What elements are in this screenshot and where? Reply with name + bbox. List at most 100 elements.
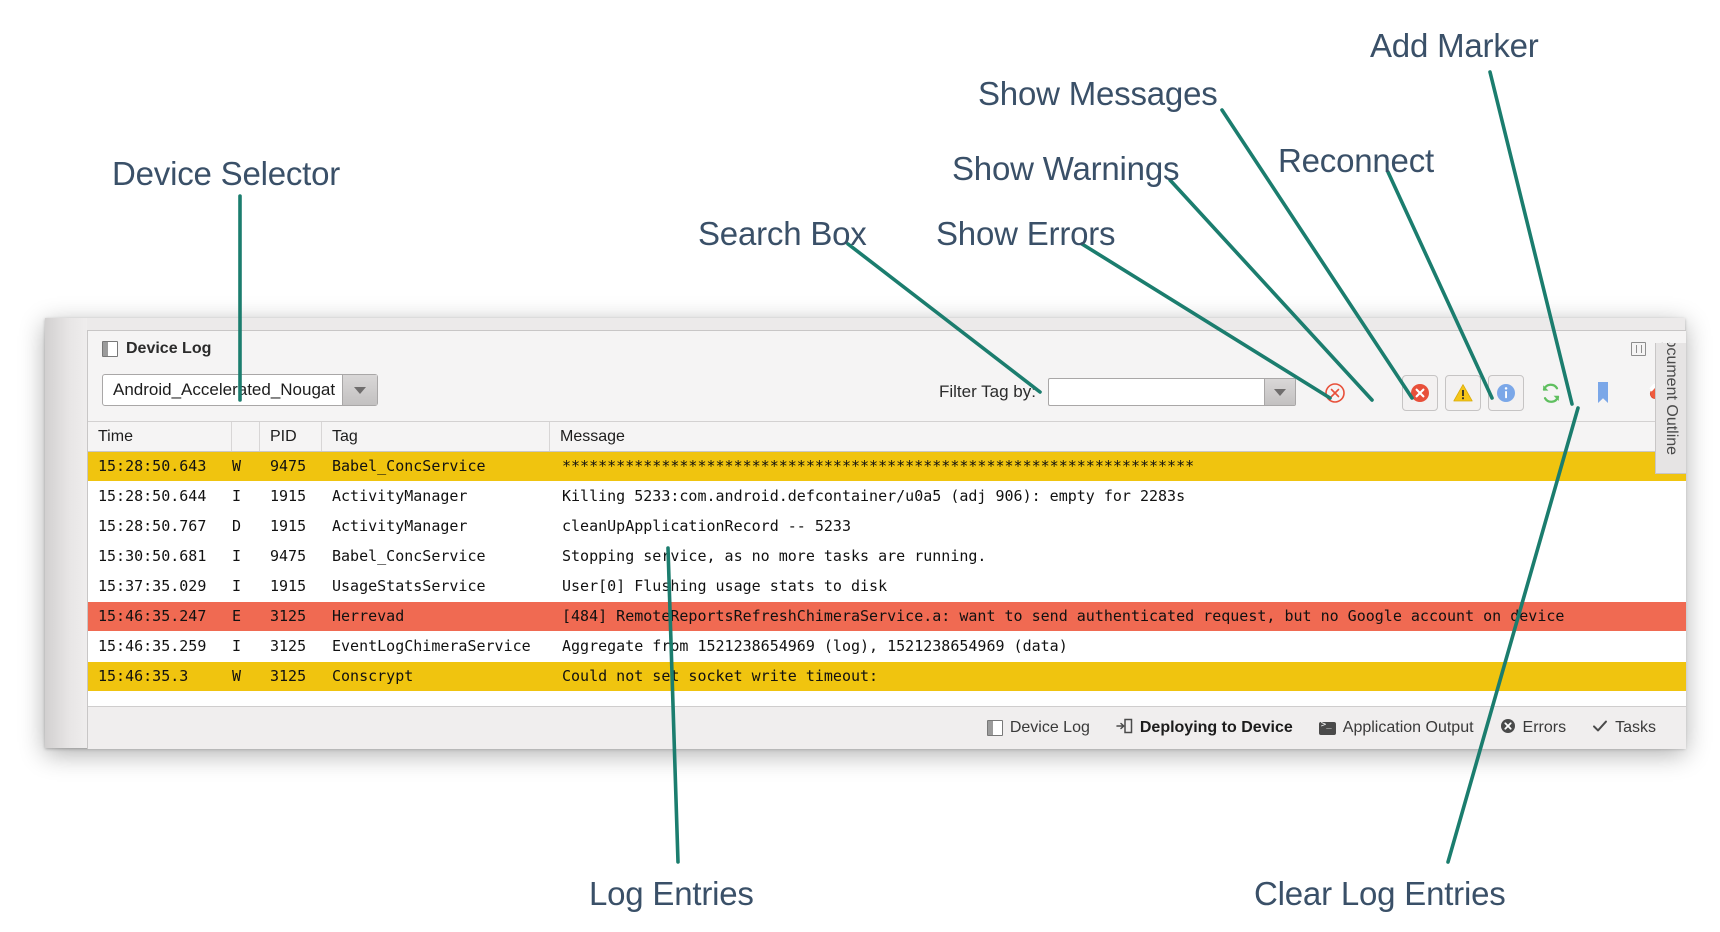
cell-time: 15:46:35.259 bbox=[98, 637, 207, 655]
cell-pid: 1915 bbox=[270, 487, 307, 505]
minimize-icon[interactable] bbox=[1631, 342, 1646, 356]
bottom-tab-deploying-to-device[interactable]: Deploying to Device bbox=[1116, 718, 1293, 739]
bottom-tab-label: Device Log bbox=[1009, 719, 1090, 736]
cell-pid: 9475 bbox=[270, 457, 307, 475]
cell-message: Killing 5233:com.android.defcontainer/u0… bbox=[562, 487, 1186, 505]
cell-pid: 3125 bbox=[270, 637, 307, 655]
table-row[interactable]: 15:46:35.3 W 3125 Conscrypt Could not set so… bbox=[88, 662, 1686, 692]
cell-tag: EventLogChimeraService bbox=[332, 637, 531, 655]
column-header-message[interactable]: Message bbox=[560, 428, 625, 445]
page-title: Device Log bbox=[126, 340, 212, 357]
clear-filter-circle-x-icon[interactable] bbox=[1324, 382, 1346, 404]
terminal-icon bbox=[1318, 720, 1336, 735]
show-errors-button[interactable] bbox=[1402, 375, 1438, 411]
chevron-down-icon[interactable] bbox=[1264, 379, 1295, 405]
cell-time: 15:28:50.767 bbox=[98, 517, 207, 535]
annotation-label-show-errors: Show Errors bbox=[936, 215, 1116, 252]
bottom-tab-strip: Device Log Deploying to Device Application… bbox=[88, 706, 1686, 749]
annotation-label-show-warnings: Show Warnings bbox=[952, 150, 1180, 187]
bottom-tab-tasks[interactable]: Tasks bbox=[1592, 718, 1656, 739]
checkmark-icon bbox=[1592, 718, 1608, 739]
cell-message: [484] RemoteReportsRefreshChimeraService… bbox=[562, 607, 1565, 625]
show-messages-button[interactable] bbox=[1488, 375, 1524, 411]
cell-message: Could not set socket write timeout: bbox=[562, 667, 879, 685]
annotation-label-clear-log-entries: Clear Log Entries bbox=[1254, 875, 1506, 912]
reconnect-button[interactable] bbox=[1536, 375, 1566, 411]
log-toolbar: Android_Accelerated_Nougat Filter Tag by… bbox=[88, 369, 1686, 421]
search-input-field[interactable] bbox=[1049, 379, 1264, 405]
tab-document-outline[interactable]: Document Outline bbox=[1655, 343, 1686, 474]
bottom-tab-label: Errors bbox=[1522, 719, 1567, 736]
cell-level: I bbox=[232, 547, 242, 565]
cell-pid: 1915 bbox=[270, 577, 307, 595]
chevron-down-icon[interactable] bbox=[342, 375, 377, 405]
table-row[interactable]: 15:46:35.259 I 3125 EventLogChimeraService A… bbox=[88, 632, 1686, 662]
cell-pid: 3125 bbox=[270, 667, 307, 685]
cell-pid: 9475 bbox=[270, 547, 307, 565]
column-header-pid[interactable]: PID bbox=[260, 422, 322, 451]
table-row[interactable]: 15:46:35.247 E 3125 Herrevad [484] RemoteRep… bbox=[88, 602, 1686, 632]
ide-window: Device Log ✕ Android_Accelerated_Nougat … bbox=[45, 318, 1686, 749]
dock-panel-icon bbox=[986, 720, 1003, 736]
cell-message: cleanUpApplicationRecord -- 5233 bbox=[562, 517, 851, 535]
bottom-tab-device-log[interactable]: Device Log bbox=[986, 719, 1090, 737]
search-input[interactable] bbox=[1048, 378, 1296, 406]
bottom-tab-label: Deploying to Device bbox=[1139, 719, 1293, 736]
cell-tag: Babel_ConcService bbox=[332, 457, 486, 475]
device-selector[interactable]: Android_Accelerated_Nougat bbox=[102, 374, 378, 406]
table-row[interactable]: 15:30:50.681 I 9475 Babel_ConcService Stoppi… bbox=[88, 542, 1686, 572]
cell-time: 15:30:50.681 bbox=[98, 547, 207, 565]
cell-message: Stopping service, as no more tasks are r… bbox=[562, 547, 987, 565]
add-marker-button[interactable] bbox=[1588, 375, 1618, 411]
table-row[interactable]: 15:28:50.643 W 9475 Babel_ConcService ******… bbox=[88, 452, 1686, 482]
column-header-time[interactable]: Time bbox=[88, 422, 232, 451]
cell-tag: Babel_ConcService bbox=[332, 547, 486, 565]
annotation-label-reconnect: Reconnect bbox=[1278, 142, 1434, 179]
cell-tag: ActivityManager bbox=[332, 487, 468, 505]
bottom-tab-label: Application Output bbox=[1342, 719, 1474, 736]
error-circle-x-icon bbox=[1500, 718, 1516, 739]
bottom-tab-application-output[interactable]: Application Output bbox=[1318, 719, 1474, 737]
device-selector-value: Android_Accelerated_Nougat bbox=[113, 380, 336, 399]
cell-tag: Conscrypt bbox=[332, 667, 414, 685]
annotation-label-device-selector: Device Selector bbox=[112, 155, 341, 192]
cell-level: I bbox=[232, 577, 242, 595]
bottom-tab-label: Tasks bbox=[1615, 719, 1656, 736]
cell-level: W bbox=[232, 667, 242, 685]
annotation-label-log-entries: Log Entries bbox=[589, 875, 754, 912]
show-warnings-button[interactable] bbox=[1445, 375, 1481, 411]
bottom-tab-errors[interactable]: Errors bbox=[1500, 718, 1567, 739]
level-filter-buttons bbox=[1402, 375, 1524, 411]
cell-level: I bbox=[232, 487, 242, 505]
filter-group: Filter Tag by: bbox=[939, 378, 1296, 406]
annotation-label-add-marker: Add Marker bbox=[1370, 27, 1539, 64]
window-left-gutter bbox=[45, 318, 87, 748]
dock-panel-icon bbox=[102, 341, 118, 357]
document-outline-label: Document Outline bbox=[1663, 343, 1680, 456]
cell-time: 15:37:35.029 bbox=[98, 577, 207, 595]
cell-message: ****************************************… bbox=[562, 457, 1195, 475]
cell-time: 15:46:35.247 bbox=[98, 607, 207, 625]
cell-level: E bbox=[232, 607, 242, 625]
log-action-buttons bbox=[1536, 375, 1670, 411]
column-header-tag[interactable]: Tag bbox=[322, 422, 550, 451]
cell-pid: 3125 bbox=[270, 607, 307, 625]
annotation-label-show-messages: Show Messages bbox=[978, 75, 1218, 112]
cell-tag: ActivityManager bbox=[332, 517, 468, 535]
cell-level: D bbox=[232, 517, 242, 535]
column-header-level[interactable] bbox=[232, 422, 260, 451]
cell-tag: UsageStatsService bbox=[332, 577, 486, 595]
panel-title-group: Device Log bbox=[102, 340, 211, 358]
cell-message: Aggregate from 1521238654969 (log), 1521… bbox=[562, 637, 1068, 655]
cell-time: 15:28:50.643 bbox=[98, 457, 207, 475]
cell-level: W bbox=[232, 457, 242, 475]
cell-level: I bbox=[232, 637, 242, 655]
cell-tag: Herrevad bbox=[332, 607, 405, 625]
cell-time: 15:46:35.3 bbox=[98, 667, 189, 685]
deploy-arrow-icon bbox=[1116, 718, 1133, 739]
